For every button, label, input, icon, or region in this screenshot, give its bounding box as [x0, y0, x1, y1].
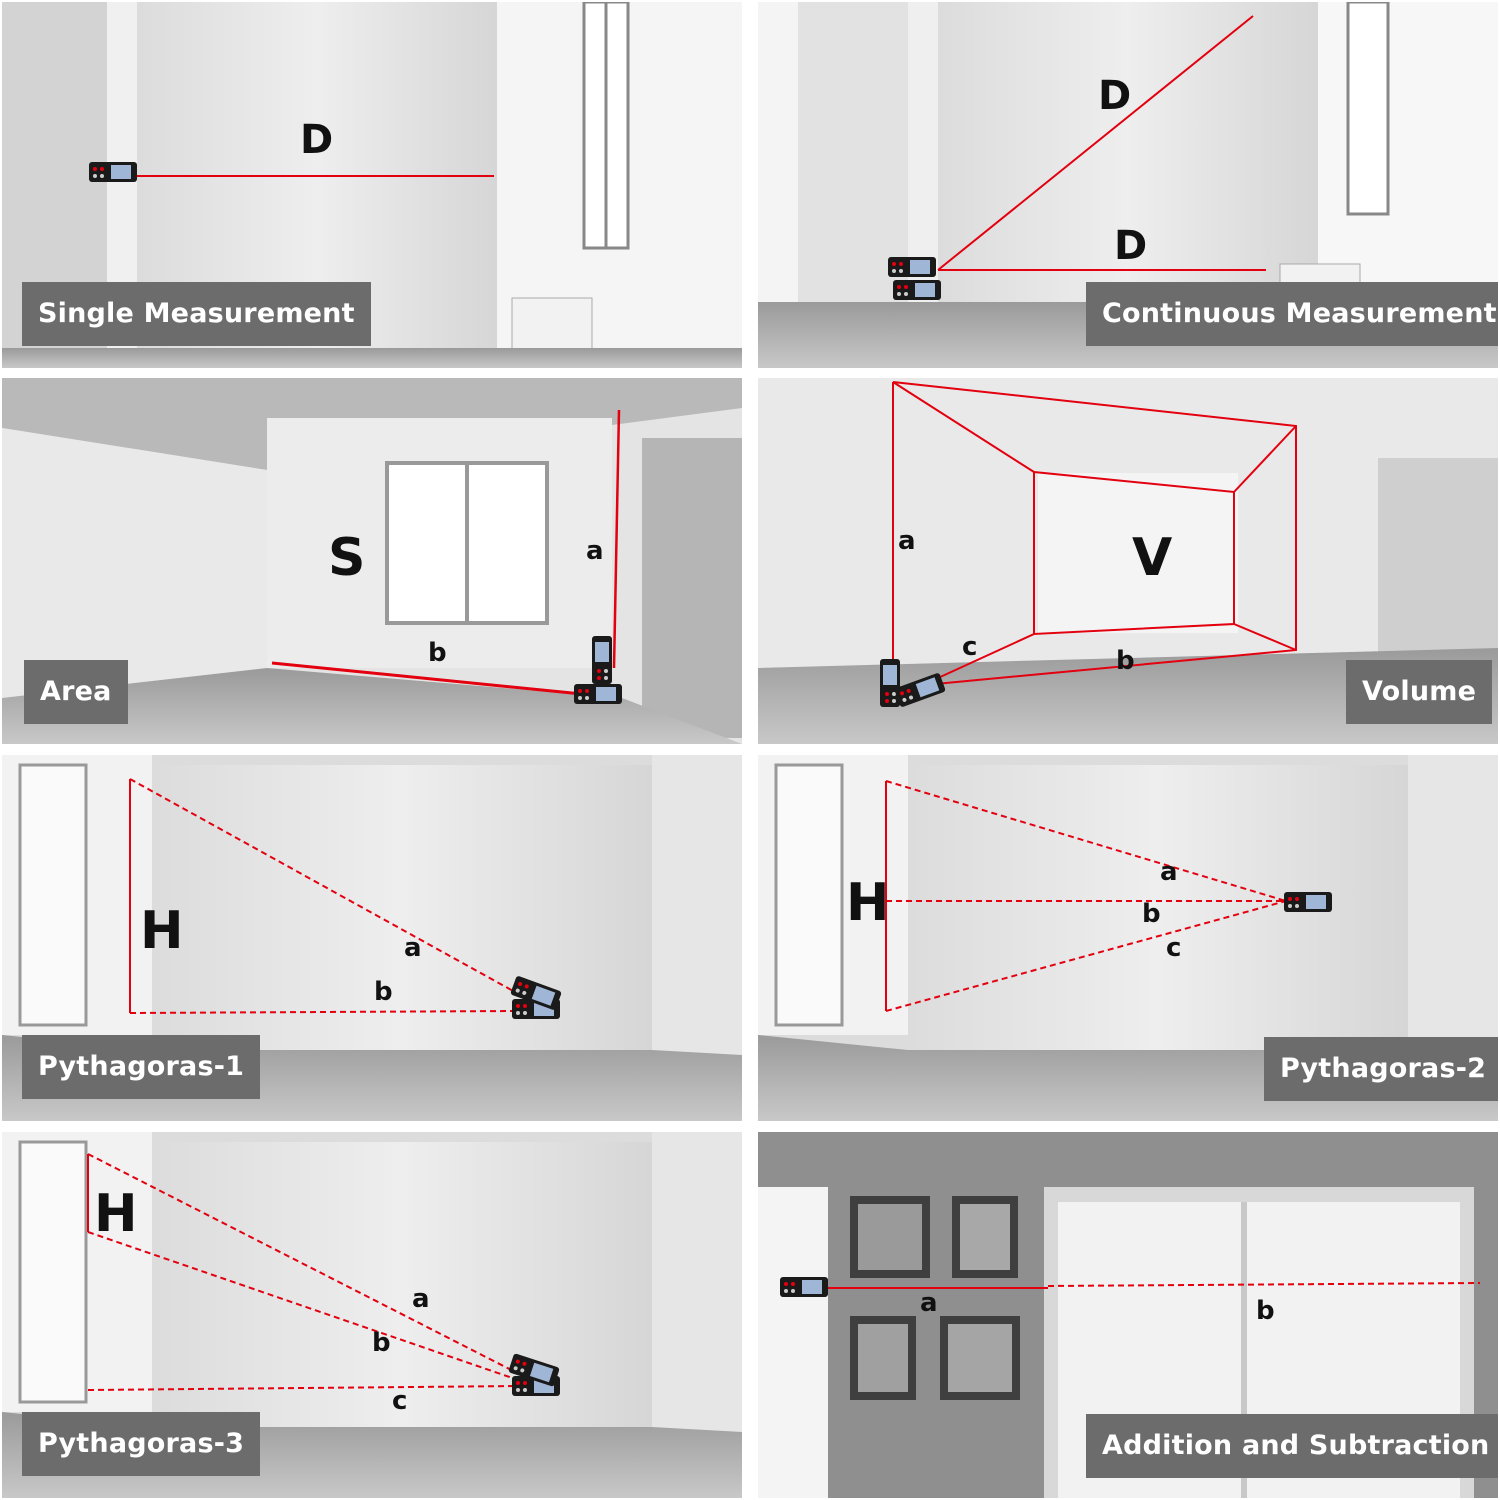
panel-label: Pythagoras-2: [1264, 1037, 1498, 1101]
laser-beam-b: [271, 661, 583, 696]
mark-b: b: [374, 977, 393, 1007]
laser-beam-b: [87, 1231, 525, 1383]
panel-continuous-measurement: D D Continuous Measurement: [758, 2, 1498, 368]
laser-meter-icon: [1284, 892, 1332, 912]
laser-meter-icon: [592, 636, 612, 684]
mark-b: b: [428, 638, 447, 668]
room-scene: [2, 1132, 742, 1498]
laser-meter-icon: [893, 280, 941, 300]
panel-label: Single Measurement: [22, 282, 371, 346]
room-scene: [2, 378, 742, 744]
panel-volume: V a b c Volume: [758, 378, 1498, 744]
mark-s: S: [328, 528, 366, 588]
mark-b: b: [1256, 1296, 1275, 1326]
panel-pythagoras-1: H a b Pythagoras-1: [2, 755, 742, 1121]
panel-label: Pythagoras-1: [22, 1035, 261, 1099]
panel-label: Addition and Subtraction: [1086, 1414, 1498, 1478]
panel-single-measurement: D Single Measurement: [2, 2, 742, 368]
mark-d-horizontal: D: [1114, 223, 1148, 269]
laser-meter-icon: [888, 257, 936, 277]
laser-beam-b: [1047, 1282, 1481, 1287]
mark-a: a: [586, 536, 604, 566]
laser-beam-a: [612, 409, 621, 669]
mark-d: D: [300, 117, 334, 163]
laser-beam-a: [87, 1153, 528, 1379]
laser-meter-icon: [780, 1277, 828, 1297]
mark-h: H: [140, 901, 184, 961]
mark-c: c: [962, 632, 978, 662]
panel-pythagoras-3: H a b c Pythagoras-3: [2, 1132, 742, 1498]
laser-meter-icon: [574, 684, 622, 704]
room-scene: [2, 2, 742, 368]
panel-label: Continuous Measurement: [1086, 282, 1498, 346]
laser-meter-icon: [880, 659, 900, 707]
mark-c: c: [1166, 933, 1182, 963]
mark-b: b: [372, 1328, 391, 1358]
mark-a: a: [920, 1288, 938, 1318]
panel-addition-subtraction: a b Addition and Subtraction: [758, 1132, 1498, 1498]
mark-b: b: [1142, 899, 1161, 929]
mark-a: a: [1160, 857, 1178, 887]
mark-h: H: [846, 873, 890, 933]
volume-box-outline: [892, 381, 1297, 690]
laser-meter-icon: [89, 162, 137, 182]
panel-label: Area: [24, 660, 128, 724]
laser-beam-c: [885, 900, 1287, 1012]
mark-a: a: [404, 933, 422, 963]
mark-c: c: [392, 1386, 408, 1416]
panel-pythagoras-2: H a b c Pythagoras-2: [758, 755, 1498, 1121]
picture-frames: [850, 1196, 1020, 1400]
laser-beam-diagonal: [937, 15, 1254, 271]
laser-beam-c: [87, 1385, 521, 1391]
mark-a: a: [898, 526, 916, 556]
mark-h: H: [94, 1184, 138, 1244]
laser-beam-b: [129, 1010, 515, 1014]
laser-beam-a: [129, 778, 525, 998]
mark-b: b: [1116, 646, 1135, 676]
mark-d-diagonal: D: [1098, 73, 1132, 119]
mark-v: V: [1132, 528, 1173, 588]
panel-label: Pythagoras-3: [22, 1412, 261, 1476]
panel-label: Volume: [1346, 660, 1493, 724]
panel-area: S a b Area: [2, 378, 742, 744]
mark-a: a: [412, 1284, 430, 1314]
